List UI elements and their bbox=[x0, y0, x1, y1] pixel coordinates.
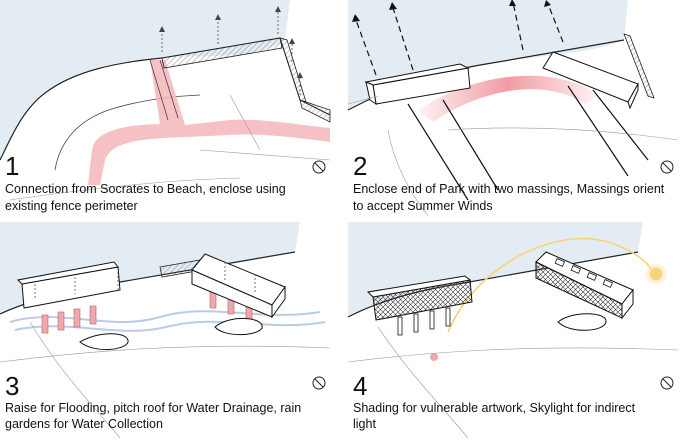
sun-core bbox=[650, 268, 662, 280]
north-arrow-icon bbox=[312, 160, 326, 174]
diagram-panel-4: 4 Shading for vulnerable artwork, Skylig… bbox=[348, 222, 680, 438]
step-number: 1 bbox=[5, 151, 20, 181]
site-outline bbox=[54, 94, 201, 171]
shoreline bbox=[0, 57, 163, 161]
wind-arrow-icon bbox=[355, 1, 564, 76]
context-lines bbox=[0, 321, 331, 438]
step-caption-line1: Shading for vulnerable artwork, Skylight… bbox=[353, 401, 636, 415]
step-caption-line1: Raise for Flooding, pitch roof for Water… bbox=[5, 401, 302, 415]
step-caption-line2: gardens for Water Collection bbox=[5, 417, 163, 431]
water-area bbox=[0, 222, 300, 314]
wind-gradient bbox=[418, 75, 598, 122]
step-caption-line2: existing fence perimeter bbox=[5, 199, 138, 213]
flood-waves bbox=[9, 310, 326, 332]
context-lines bbox=[348, 95, 679, 216]
step-caption-line2: to accept Summer Winds bbox=[353, 199, 493, 213]
north-arrow-icon bbox=[660, 160, 674, 174]
fence-hatch-right bbox=[279, 37, 307, 103]
wind-arrowheads bbox=[352, 0, 551, 22]
site-plan-1 bbox=[0, 0, 331, 201]
fence-hatch-top bbox=[161, 37, 283, 69]
rain-gardens bbox=[79, 317, 263, 350]
drainage-arrows bbox=[34, 262, 256, 300]
step-caption-line1: Connection from Socrates to Beach, enclo… bbox=[5, 182, 286, 196]
water-area bbox=[0, 0, 290, 160]
site-plan-3 bbox=[0, 222, 331, 438]
raised-massing-west bbox=[16, 261, 121, 309]
stilts-west bbox=[41, 305, 97, 334]
shading-massing-west bbox=[366, 275, 473, 321]
stilts bbox=[397, 307, 451, 336]
site-plan-4 bbox=[348, 222, 679, 438]
fence-hatch bbox=[623, 33, 655, 99]
context-lines bbox=[9, 94, 331, 201]
diagram-panel-3: 3 Raise for Flooding, pitch roof for Wat… bbox=[0, 222, 332, 438]
step-caption-line1: Enclose end of Park with two massings, M… bbox=[353, 182, 665, 196]
water-area bbox=[348, 222, 643, 317]
massing-block-west bbox=[364, 63, 471, 106]
skylight-openings bbox=[554, 258, 613, 288]
sun-arc bbox=[447, 237, 654, 333]
summer-wind-lines bbox=[407, 85, 649, 201]
massing-block-east bbox=[542, 51, 639, 110]
path-highlight bbox=[88, 60, 330, 185]
step-number: 3 bbox=[5, 371, 20, 401]
water-area bbox=[348, 0, 628, 110]
artwork-marker bbox=[430, 353, 438, 361]
fence-hatch-end bbox=[299, 99, 331, 123]
step-number: 2 bbox=[353, 151, 368, 181]
up-arrows bbox=[161, 10, 301, 95]
diagram-panel-1: 1 Connection from Socrates to Beach, enc… bbox=[0, 0, 332, 216]
north-arrow-icon bbox=[312, 376, 326, 390]
pitched-roof-massing-east bbox=[191, 253, 286, 319]
context-lines bbox=[348, 326, 679, 438]
step-number: 4 bbox=[353, 371, 368, 401]
up-arrowheads bbox=[159, 6, 303, 78]
site-plan-2 bbox=[348, 0, 679, 216]
road-lines bbox=[149, 59, 179, 121]
step-caption-line2: light bbox=[353, 417, 376, 431]
garden bbox=[557, 313, 607, 331]
diagram-panel-2: 2 Enclose end of Park with two massings,… bbox=[348, 0, 680, 216]
north-arrow-icon bbox=[660, 376, 674, 390]
